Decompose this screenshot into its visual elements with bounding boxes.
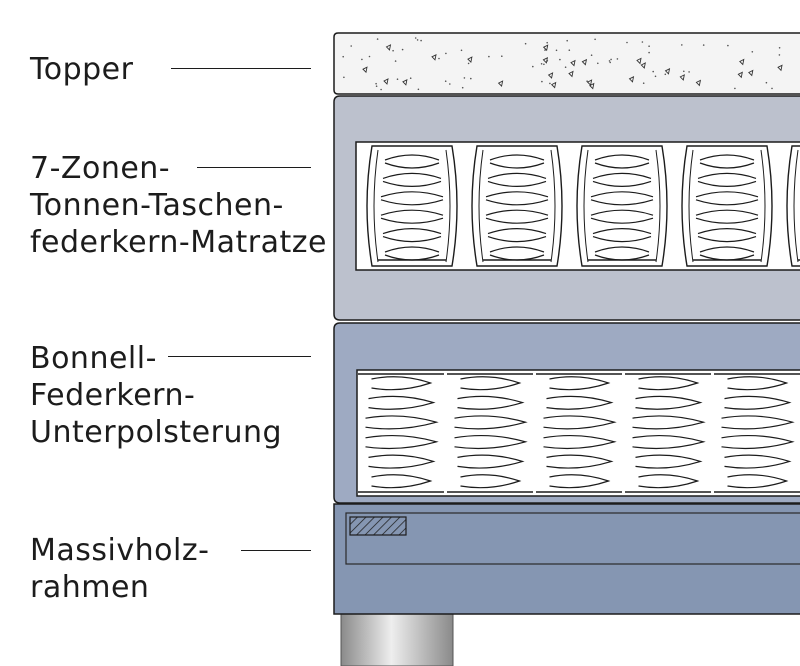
topper-layer (333, 32, 800, 95)
bonnell-spring (625, 373, 711, 493)
pocket-spring (576, 145, 668, 267)
bonnell-spring (536, 373, 622, 493)
label-underlay: Bonnell- Federkern- Unterpolsterung (30, 340, 282, 451)
label-underlay-line-2: Federkern- (30, 378, 196, 413)
label-frame-line-1: Massivholz- (30, 533, 210, 568)
label-topper: Topper (30, 51, 133, 88)
pocket-spring (681, 145, 773, 267)
pocket-springs (366, 145, 800, 267)
pocket-spring (366, 145, 458, 267)
label-underlay-line-3: Unterpolsterung (30, 415, 283, 450)
leader-line-underlay (168, 356, 311, 357)
underlay-layer (333, 322, 800, 504)
label-underlay-line-1: Bonnell- (30, 341, 157, 376)
frame-inner-panel (345, 512, 800, 565)
frame-layer (333, 503, 800, 615)
label-mattress: 7-Zonen- Tonnen-Taschen- federkern-Matra… (30, 150, 327, 261)
wood-hatch-patch (349, 516, 407, 536)
leader-line-topper (171, 68, 311, 69)
label-topper-text: Topper (30, 52, 134, 87)
bonnell-spring (714, 373, 800, 493)
leader-line-mattress (197, 167, 311, 168)
bonnell-spring (447, 373, 533, 493)
bed-leg (340, 613, 454, 666)
label-frame: Massivholz- rahmen (30, 532, 209, 606)
foam-texture (342, 37, 783, 91)
label-mattress-line-3: federkern-Matratze (30, 225, 327, 260)
pocket-spring (471, 145, 563, 267)
label-mattress-line-2: Tonnen-Taschen- (30, 188, 284, 223)
bonnell-springs (358, 373, 800, 493)
label-frame-line-2: rahmen (30, 570, 150, 605)
label-mattress-line-1: 7-Zonen- (30, 151, 171, 186)
leader-line-frame (241, 550, 311, 551)
mattress-layer (333, 95, 800, 321)
bonnell-spring (358, 373, 444, 493)
pocket-spring (786, 145, 800, 267)
